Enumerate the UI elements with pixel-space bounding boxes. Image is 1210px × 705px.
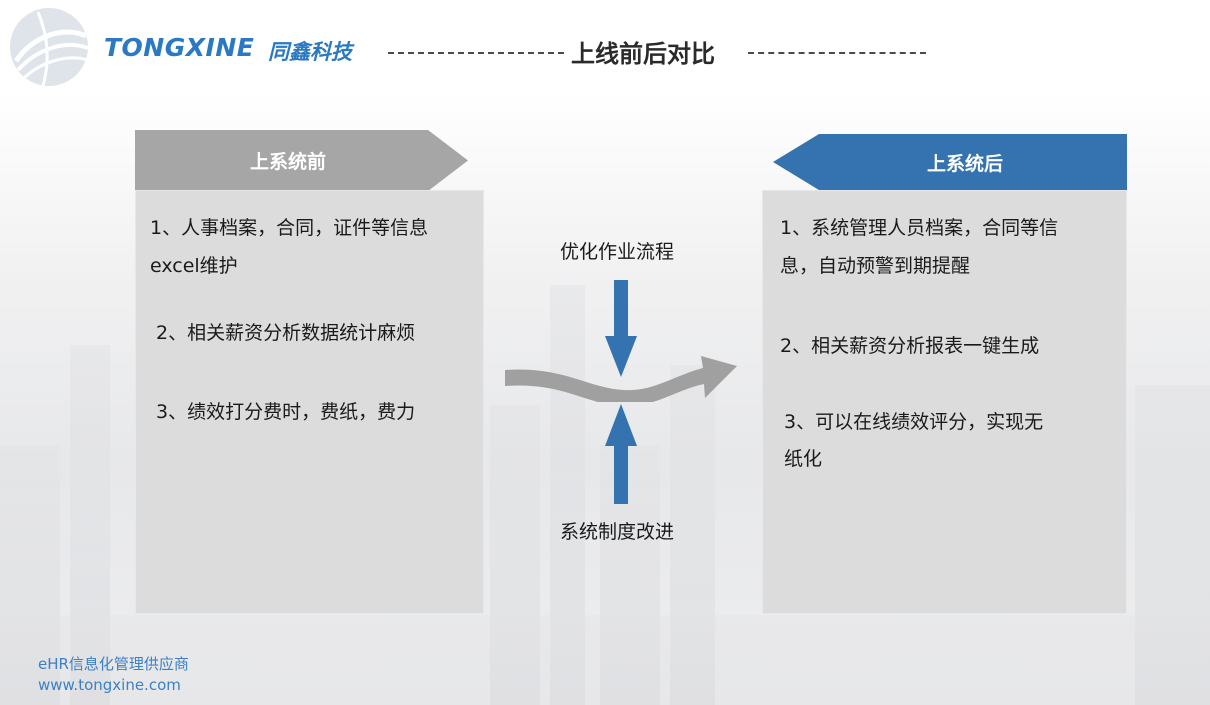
after-item-1-cont: 息，自动预警到期提醒 [780, 255, 971, 277]
after-banner: 上系统后 [773, 134, 1127, 190]
title-divider-left [388, 52, 564, 54]
title-divider-right [748, 52, 926, 54]
before-banner: 上系统前 [135, 130, 468, 191]
after-item-3: 3、可以在线绩效评分，实现无 [784, 411, 1044, 433]
globe-logo-icon [10, 8, 89, 87]
before-banner-label: 上系统前 [250, 151, 327, 173]
before-item-3: 3、绩效打分费时，费纸，费力 [156, 401, 416, 423]
down-arrow-icon [605, 280, 637, 377]
after-panel [762, 190, 1127, 614]
up-arrow-icon [605, 404, 637, 504]
system-improvement-label: 系统制度改进 [560, 521, 675, 543]
brand-name-cn: 同鑫科技 [268, 40, 352, 64]
flow-arrow-icon [505, 356, 737, 402]
after-item-3-cont: 纸化 [784, 448, 823, 470]
footer-tagline: eHR信息化管理供应商 [38, 655, 189, 673]
after-item-2: 2、相关薪资分析报表一键生成 [780, 335, 1040, 357]
after-banner-label: 上系统后 [926, 152, 1003, 175]
before-item-1: 1、人事档案，合同，证件等信息 [150, 217, 429, 239]
after-item-1: 1、系统管理人员档案，合同等信 [780, 217, 1059, 239]
footer-website-link[interactable]: www.tongxine.com [38, 676, 181, 694]
optimize-process-label: 优化作业流程 [560, 241, 675, 263]
page-title: 上线前后对比 [571, 40, 715, 68]
brand-name: TONGXINE [104, 33, 255, 62]
before-item-2: 2、相关薪资分析数据统计麻烦 [156, 322, 416, 344]
before-panel [135, 190, 484, 614]
before-item-1-cont: excel维护 [150, 255, 238, 277]
